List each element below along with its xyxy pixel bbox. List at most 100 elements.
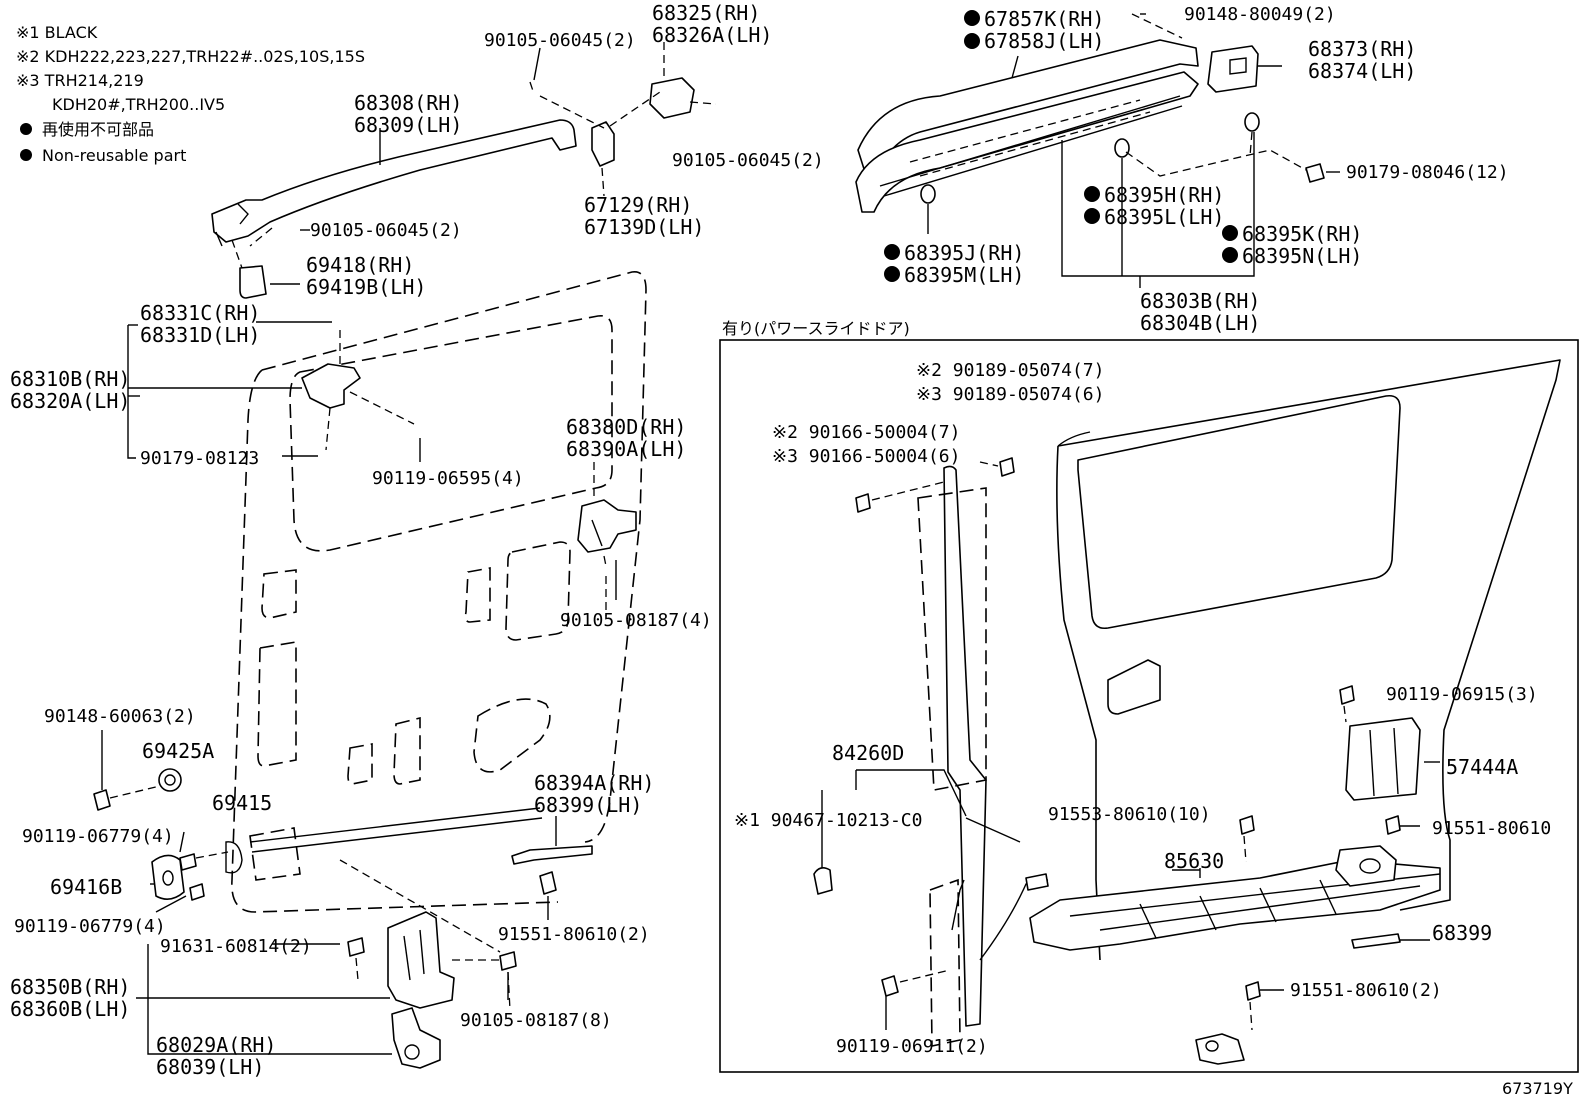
label-67857k: 67857K(RH)	[984, 7, 1104, 31]
non-reusable-dot-icon	[884, 244, 900, 260]
label-68325: 68325(RH)	[652, 1, 760, 25]
label-90148-60063: 90148-60063(2)	[44, 706, 196, 727]
label-68029a: 68029A(RH)	[156, 1033, 276, 1057]
label-68395l: 68395L(LH)	[1104, 205, 1224, 229]
lock-67129	[539, 42, 717, 197]
hinge-68380	[577, 462, 637, 616]
part-labels: 90105-06045(2) 68325(RH) 68326A(LH) 6830…	[10, 1, 1573, 1098]
label-90105-06045-right: 90105-06045(2)	[672, 150, 824, 171]
note-non-reusable-en: Non-reusable part	[42, 146, 186, 165]
hinge-68350	[339, 859, 517, 1069]
label-90166-50004-k2: ※2 90166-50004(7)	[772, 422, 960, 443]
clip-68373	[1207, 45, 1282, 93]
label-69418: 69418(RH)	[306, 253, 414, 277]
hinge-68310	[301, 330, 415, 451]
label-57444a: 57444A	[1446, 755, 1518, 779]
label-68331c: 68331C(RH)	[140, 301, 260, 325]
power-slide-label: 有り(パワースライドドア)	[722, 319, 910, 338]
note-trh214: ※3 TRH214,219	[16, 71, 144, 90]
left-door-panel	[231, 271, 647, 913]
label-68395j: 68395J(RH)	[904, 241, 1024, 265]
non-reusable-dot-icon	[20, 149, 32, 161]
non-reusable-dot-icon	[20, 123, 32, 135]
note-black: ※1 BLACK	[16, 23, 98, 42]
label-68310b: 68310B(RH)	[10, 367, 130, 391]
label-69415: 69415	[212, 791, 272, 815]
label-90189-05074-k2: ※2 90189-05074(7)	[916, 360, 1104, 381]
power-slide-section	[719, 339, 1579, 1073]
label-68395h: 68395H(RH)	[1104, 183, 1224, 207]
leader-lines-left	[127, 47, 617, 1055]
label-90105-08187-upper: 90105-08187(4)	[560, 610, 712, 631]
non-reusable-dot-icon	[1222, 247, 1238, 263]
label-69416b: 69416B	[50, 875, 122, 899]
label-90179-08046: 90179-08046(12)	[1346, 162, 1509, 183]
label-90119-06779-a: 90119-06779(4)	[22, 826, 174, 847]
label-68326a: 68326A(LH)	[652, 23, 772, 47]
label-91551-80610-lower: 91551-80610(2)	[1290, 980, 1442, 1001]
non-reusable-dot-icon	[1084, 186, 1100, 202]
note-kdh20: KDH20#,TRH200..IV5	[52, 95, 225, 114]
label-90105-08187-lower: 90105-08187(8)	[460, 1010, 612, 1031]
label-68320a: 68320A(LH)	[10, 389, 130, 413]
grommet-69425	[93, 730, 182, 811]
label-68374: 68374(LH)	[1308, 59, 1416, 83]
bracket-69416	[151, 841, 243, 901]
label-68360b: 68360B(LH)	[10, 997, 130, 1021]
label-68331d: 68331D(LH)	[140, 323, 260, 347]
label-69425a: 69425A	[142, 739, 214, 763]
label-90166-50004-k3: ※3 90166-50004(6)	[772, 446, 960, 467]
label-68399: 68399	[1432, 921, 1492, 945]
label-90105-06045-top: 90105-06045(2)	[484, 30, 636, 51]
label-68399-lh: 68399(LH)	[534, 793, 642, 817]
notes-block: ※1 BLACK ※2 KDH222,223,227,TRH22#..02S,1…	[16, 23, 365, 165]
label-67129: 67129(RH)	[584, 193, 692, 217]
label-90105-06045-mid: 90105-06045(2)	[310, 220, 462, 241]
label-67858j: 67858J(LH)	[984, 29, 1104, 53]
label-68350b: 68350B(RH)	[10, 975, 130, 999]
label-90189-05074-k3: ※3 90189-05074(6)	[916, 384, 1104, 405]
note-non-reusable-jp: 再使用不可部品	[42, 120, 154, 139]
label-68395m: 68395M(LH)	[904, 263, 1024, 287]
label-68390a: 68390A(LH)	[566, 437, 686, 461]
label-91551-80610-left: 91551-80610(2)	[498, 924, 650, 945]
diagram-id: 673719Y	[1502, 1079, 1573, 1098]
label-69419b: 69419B(LH)	[306, 275, 426, 299]
label-91551-80610-right: 91551-80610	[1432, 818, 1551, 839]
label-90179-08123: 90179-08123	[140, 448, 259, 469]
top-rail-67857	[855, 13, 1199, 213]
note-kdh222: ※2 KDH222,223,227,TRH22#..02S,10S,15S	[16, 47, 365, 66]
rod-68394	[511, 816, 593, 895]
label-68395k: 68395K(RH)	[1242, 222, 1362, 246]
label-68394a: 68394A(RH)	[534, 771, 654, 795]
non-reusable-dot-icon	[884, 266, 900, 282]
label-68395n: 68395N(LH)	[1242, 244, 1362, 268]
non-reusable-dot-icon	[1222, 225, 1238, 241]
label-91553-80610: 91553-80610(10)	[1048, 804, 1211, 825]
label-90467-10213: ※1 90467-10213-C0	[734, 810, 922, 831]
label-90148-80049: 90148-80049(2)	[1184, 4, 1336, 25]
label-90119-06915: 90119-06915(3)	[1386, 684, 1538, 705]
washers-68395	[920, 55, 1340, 288]
label-90119-06911: 90119-06911(2)	[836, 1036, 988, 1057]
label-67139d: 67139D(LH)	[584, 215, 704, 239]
label-68308: 68308(RH)	[354, 91, 462, 115]
label-68309: 68309(LH)	[354, 113, 462, 137]
non-reusable-dot-icon	[964, 10, 980, 26]
label-84260d: 84260D	[832, 741, 904, 765]
label-68304b: 68304B(LH)	[1140, 311, 1260, 335]
bracket-69418	[231, 239, 267, 299]
label-68039: 68039(LH)	[156, 1055, 264, 1079]
label-68303b: 68303B(RH)	[1140, 289, 1260, 313]
non-reusable-dot-icon	[964, 33, 980, 49]
non-reusable-dot-icon	[1084, 208, 1100, 224]
label-68380d: 68380D(RH)	[566, 415, 686, 439]
label-68373: 68373(RH)	[1308, 37, 1416, 61]
label-90119-06595: 90119-06595(4)	[372, 468, 524, 489]
label-90119-06779-b: 90119-06779(4)	[14, 916, 166, 937]
label-85630: 85630	[1164, 849, 1224, 873]
label-91631-60814: 91631-60814(2)	[160, 936, 312, 957]
upper-rail-68308	[211, 119, 577, 247]
